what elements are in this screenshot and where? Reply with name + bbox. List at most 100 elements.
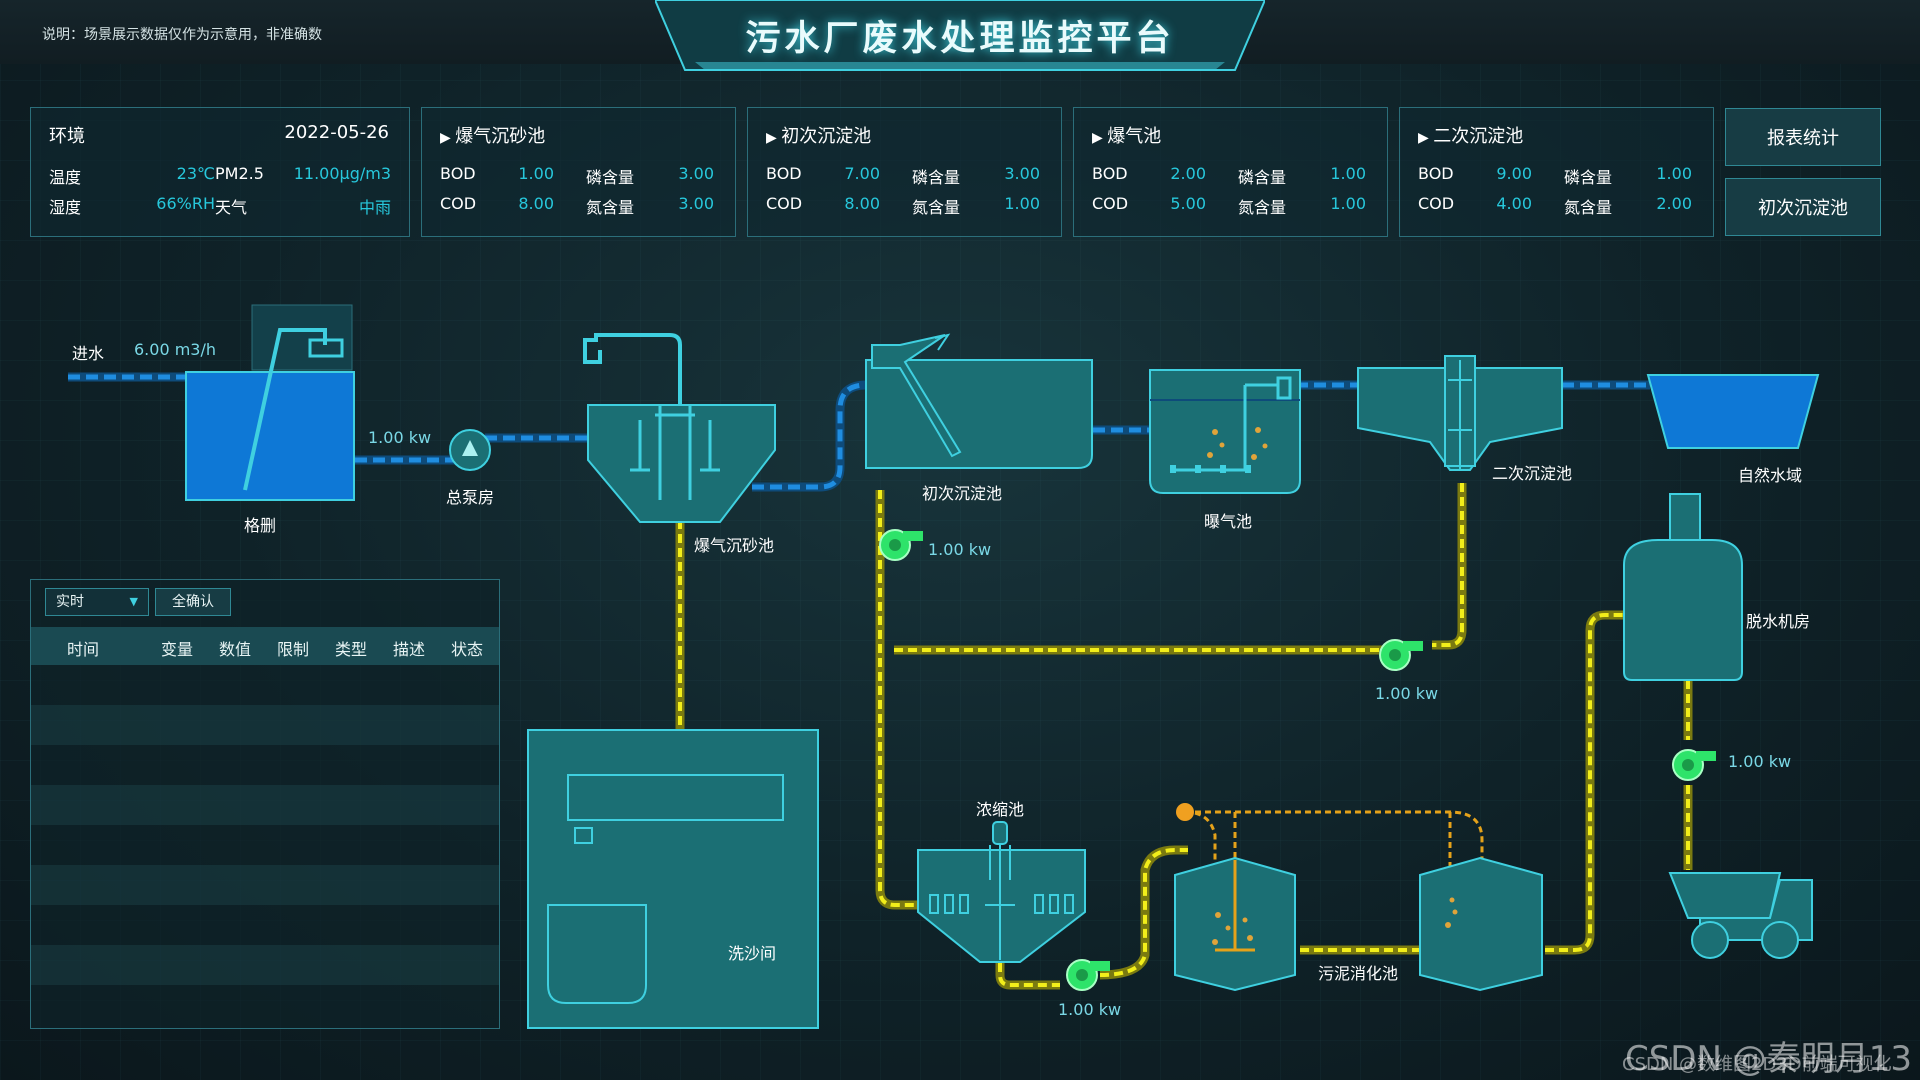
col-value: 数值 [219, 640, 252, 659]
humid-label: 湿度 [49, 198, 82, 217]
table-row [31, 705, 499, 745]
bod-value: 1.00 [518, 164, 554, 183]
cod-value: 8.00 [518, 194, 554, 213]
natural-water-label: 自然水域 [1738, 466, 1803, 485]
play-icon: ▶ [766, 130, 782, 146]
col-time: 时间 [67, 640, 100, 659]
pump-kw-5: 1.00 kw [1058, 1000, 1122, 1019]
pump-icon [879, 529, 924, 561]
col-status: 状态 [451, 640, 484, 659]
stat-panel-title-text: 爆气沉砂池 [455, 126, 546, 147]
cod-value: 8.00 [844, 194, 880, 213]
phosphorus-value: 1.00 [1656, 164, 1692, 183]
bod-label: BOD [440, 164, 476, 183]
mode-select-value: 实时 [56, 594, 84, 610]
pump-icon [1379, 639, 1424, 671]
pm-value: 11.00μg/m3 [293, 164, 391, 183]
col-type: 类型 [335, 640, 368, 659]
bod-value: 9.00 [1496, 164, 1532, 183]
cod-value: 4.00 [1496, 194, 1532, 213]
inflow-label: 进水 [72, 344, 105, 363]
alarm-table-header: 时间 变量 数值 限制 类型 描述 状态 [31, 627, 499, 665]
cod-label: COD [1418, 194, 1455, 213]
play-icon: ▶ [1418, 130, 1434, 146]
dewater-label: 脱水机房 [1746, 612, 1811, 631]
phosphorus-label: 磷含量 [912, 168, 961, 187]
bod-label: BOD [1092, 164, 1128, 183]
pump-kw-3: 1.00 kw [1375, 684, 1439, 703]
bod-value: 7.00 [844, 164, 880, 183]
alarm-panel: 实时 ▼ 全确认 时间 变量 数值 限制 类型 描述 状态 [30, 579, 500, 1029]
bod-label: BOD [766, 164, 802, 183]
primary-settle-button[interactable]: 初次沉淀池 [1725, 178, 1881, 236]
disclaimer-note: 说明：场景展示数据仅作为示意用，非准确数 [42, 27, 322, 43]
cod-value: 5.00 [1170, 194, 1206, 213]
nitrogen-value: 2.00 [1656, 194, 1692, 213]
weather-label: 天气 [215, 198, 248, 217]
watermark-main: CSDN @秦明月13 [1624, 1039, 1912, 1079]
phosphorus-label: 磷含量 [1238, 168, 1287, 187]
stat-panel-title: ▶ 二次沉淀池 [1418, 122, 1523, 148]
stat-panel-title: ▶ 初次沉淀池 [766, 122, 871, 148]
nitrogen-label: 氮含量 [912, 198, 961, 217]
aerated-grit-label: 爆气沉砂池 [694, 536, 775, 555]
mode-select[interactable]: 实时 ▼ [45, 588, 149, 616]
table-row [31, 785, 499, 825]
cod-label: COD [1092, 194, 1129, 213]
title-frame-shape [655, 0, 1265, 71]
table-row [31, 945, 499, 985]
phosphorus-value: 3.00 [1004, 164, 1040, 183]
phosphorus-label: 磷含量 [1564, 168, 1613, 187]
pump-kw-2: 1.00 kw [928, 540, 992, 559]
bod-label: BOD [1418, 164, 1454, 183]
col-limit: 限制 [277, 640, 310, 659]
play-icon: ▶ [1092, 130, 1108, 146]
nitrogen-label: 氮含量 [586, 198, 635, 217]
nitrogen-label: 氮含量 [1238, 198, 1287, 217]
phosphorus-value: 3.00 [678, 164, 714, 183]
thickener-label: 浓缩池 [976, 800, 1025, 819]
inflow-value: 6.00 m3/h [134, 340, 217, 359]
nitrogen-label: 氮含量 [1564, 198, 1613, 217]
page-title: 污水厂废水处理监控平台 [745, 19, 1175, 59]
ack-all-button[interactable]: 全确认 [155, 588, 231, 616]
gas-valve-icon [1176, 803, 1194, 821]
aeration-label: 曝气池 [1204, 512, 1253, 531]
watermark-sub: CSDN @数维图2D3D前端可视化 [1622, 1054, 1892, 1075]
stat-panel-title: ▶ 爆气沉砂池 [440, 122, 545, 148]
play-icon: ▶ [440, 130, 456, 146]
phosphorus-label: 磷含量 [586, 168, 635, 187]
stat-panel-title: ▶ 爆气池 [1092, 122, 1161, 148]
weather-value: 中雨 [358, 198, 391, 217]
pump-house-label: 总泵房 [446, 488, 495, 507]
temp-value: 23℃ [176, 164, 215, 183]
nitrogen-value: 3.00 [678, 194, 714, 213]
primary-settle-label: 初次沉淀池 [922, 484, 1003, 503]
phosphorus-value: 1.00 [1330, 164, 1366, 183]
cod-label: COD [766, 194, 803, 213]
environment-date: 2022-05-26 [284, 122, 389, 143]
secondary-settle-label: 二次沉淀池 [1492, 464, 1573, 483]
stat-panel-title-text: 爆气池 [1107, 126, 1162, 147]
environment-title: 环境 [49, 126, 85, 147]
nitrogen-value: 1.00 [1330, 194, 1366, 213]
humid-value: 66%RH [156, 194, 215, 213]
grid-tank-label: 格删 [244, 516, 277, 535]
digester-label: 污泥消化池 [1318, 964, 1399, 983]
pump-kw-4: 1.00 kw [1728, 752, 1792, 771]
col-desc: 描述 [393, 640, 426, 659]
table-row [31, 865, 499, 905]
sand-wash-label: 洗沙间 [728, 944, 777, 963]
temp-label: 温度 [49, 168, 82, 187]
pm-label: PM2.5 [215, 164, 264, 183]
bod-value: 2.00 [1170, 164, 1206, 183]
report-button[interactable]: 报表统计 [1725, 108, 1881, 166]
chevron-down-icon: ▼ [129, 595, 138, 608]
environment-panel: 环境 2022-05-26 温度 23℃ PM2.5 11.00μg/m3 湿度… [30, 107, 410, 237]
nitrogen-value: 1.00 [1004, 194, 1040, 213]
